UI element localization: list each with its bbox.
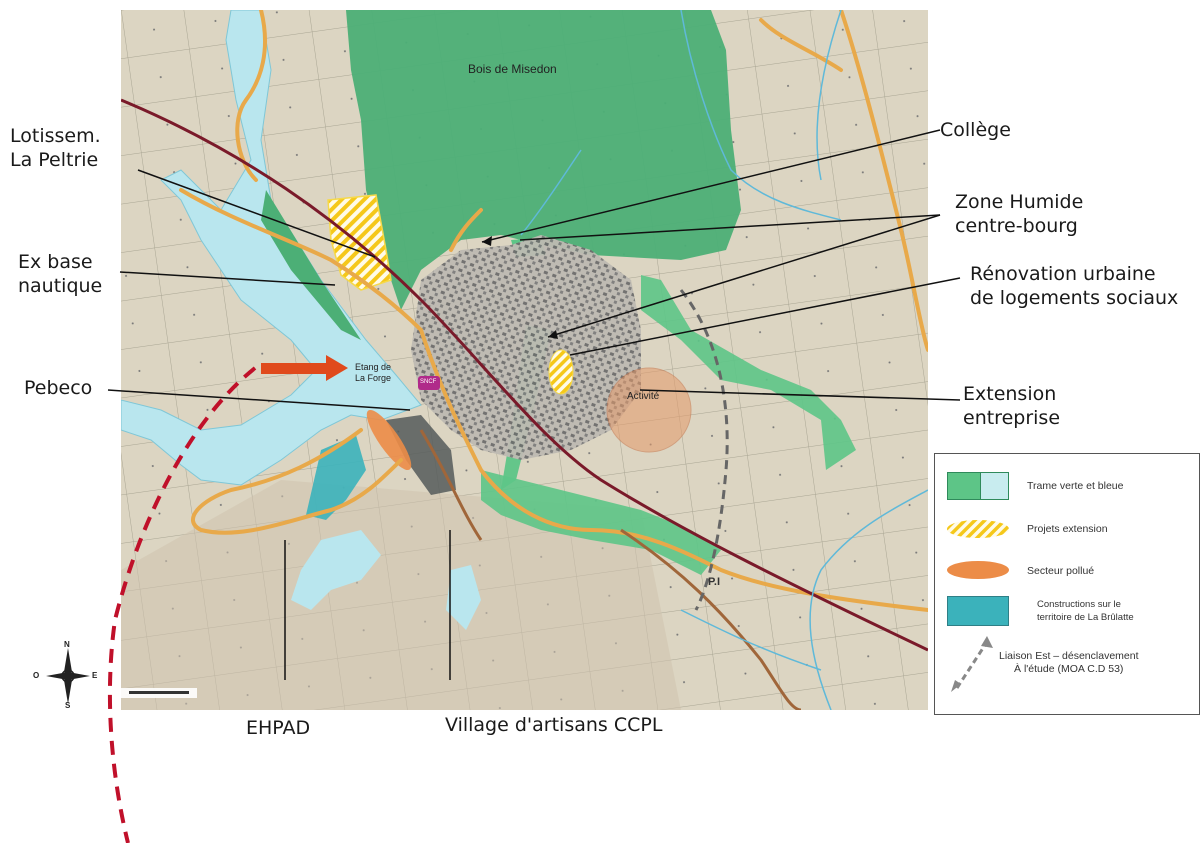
legend-label-liaison: Liaison Est – désenclavement À l'étude (… xyxy=(999,650,1139,675)
compass-e: E xyxy=(92,671,98,680)
callout-ex-base: Ex base nautique xyxy=(18,251,103,297)
red-dashed-curve xyxy=(107,366,257,843)
extension-project-centre[interactable] xyxy=(548,349,574,395)
legend-swatch-blue xyxy=(981,472,1009,500)
legend-item-constructions: Constructions sur le territoire de La Br… xyxy=(935,592,1201,632)
compass-s: S xyxy=(65,701,71,710)
label-etang: Etang de La Forge xyxy=(355,362,392,383)
legend-swatch-teal xyxy=(947,596,1009,626)
label-activite: Activité xyxy=(627,391,660,402)
callout-renovation: Rénovation urbaine de logements sociaux xyxy=(970,263,1179,309)
lower-water xyxy=(291,530,381,610)
callout-pebeco: Pebeco xyxy=(24,377,93,399)
legend-swatch-green xyxy=(947,472,981,500)
map-legend: Trame verte et bleue Projets extension S… xyxy=(934,453,1200,715)
southwest-plain xyxy=(121,480,681,710)
callout-village: Village d'artisans CCPL xyxy=(445,714,663,736)
base-map[interactable] xyxy=(121,10,928,710)
legend-item-projets: Projets extension xyxy=(935,512,1201,552)
green-corridor-west xyxy=(261,190,361,340)
label-sncf: SNCF xyxy=(420,379,437,385)
legend-swatch-hatch xyxy=(947,520,1009,538)
callout-ehpad: EHPAD xyxy=(246,717,311,739)
streams xyxy=(520,10,928,710)
liaison-arrow-icon xyxy=(951,636,993,692)
compass-rose-icon xyxy=(46,648,90,704)
green-corridor-east xyxy=(641,275,856,470)
south-water xyxy=(446,565,481,630)
callout-lotissement: Lotissem. La Peltrie xyxy=(10,125,101,171)
compass-o: O xyxy=(33,671,40,680)
town-centre[interactable] xyxy=(411,235,641,460)
legend-item-pollue: Secteur pollué xyxy=(935,552,1201,592)
legend-item-liaison: Liaison Est – désenclavement À l'étude (… xyxy=(935,634,1201,704)
legend-label-constructions: Constructions sur le territoire de La Br… xyxy=(1037,599,1134,623)
legend-label-pollue: Secteur pollué xyxy=(1027,565,1095,577)
label-pi: P.I xyxy=(708,576,721,588)
legend-item-trame: Trame verte et bleue xyxy=(935,466,1201,506)
roads xyxy=(179,10,928,612)
sncf-marker xyxy=(418,376,440,390)
railway-line xyxy=(121,98,928,652)
road-south-brown xyxy=(419,429,802,710)
forest-area[interactable] xyxy=(346,10,741,310)
activity-zone[interactable] xyxy=(606,367,692,453)
callout-zone-humide: Zone Humide centre-bourg xyxy=(955,191,1084,237)
legend-swatch-orange xyxy=(947,561,1009,579)
legend-label-trame: Trame verte et bleue xyxy=(1027,480,1124,492)
industrial-block xyxy=(386,415,456,495)
compass-n: N xyxy=(64,640,70,649)
green-corridor-south xyxy=(481,470,721,575)
callout-college: Collège xyxy=(940,119,1011,141)
label-bois-de-misedon: Bois de Misedon xyxy=(468,62,557,76)
callout-extension: Extension entreprise xyxy=(963,383,1061,429)
red-arrow-etang xyxy=(261,355,348,381)
legend-label-projets: Projets extension xyxy=(1027,523,1108,535)
river-water xyxy=(121,10,422,486)
scale-bar xyxy=(121,688,197,698)
polluted-sector[interactable] xyxy=(360,405,418,475)
